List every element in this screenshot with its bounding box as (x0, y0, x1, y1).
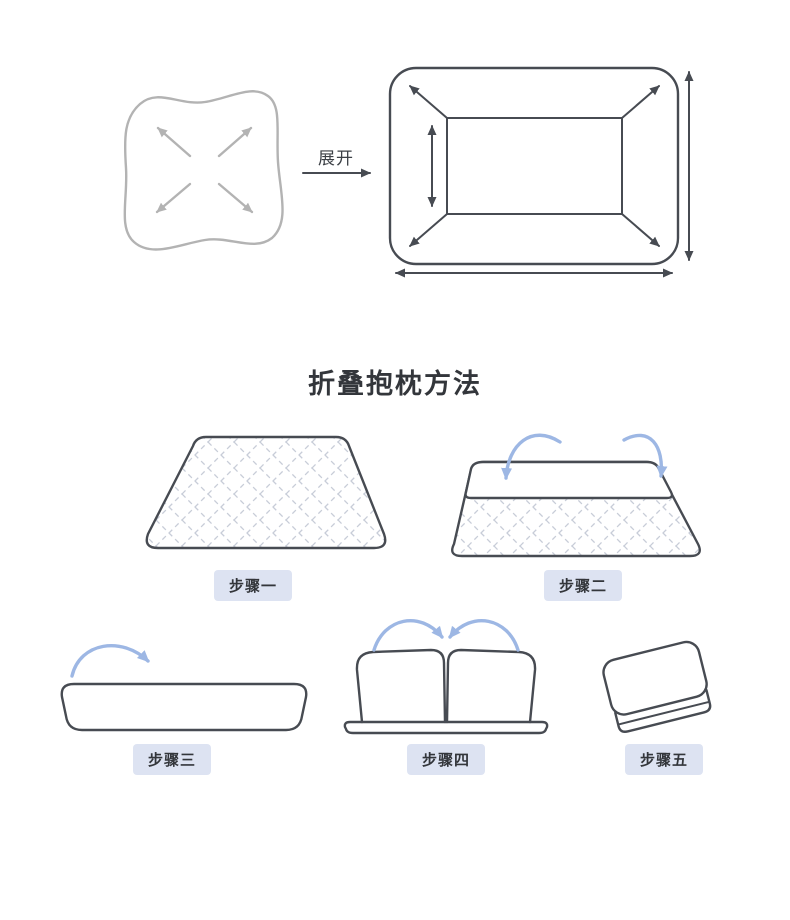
step-5-label: 步骤五 (624, 744, 704, 775)
unfolded-mat-illustration (388, 66, 694, 278)
step-4-illustration (343, 619, 549, 735)
unfold-label: 展开 (318, 149, 354, 168)
step-3-label: 步骤三 (132, 744, 212, 775)
section-title: 折叠抱枕方法 (308, 369, 482, 399)
step-3-illustration (60, 644, 308, 732)
expand-direction-arrows-icon (155, 126, 254, 214)
step-2-illustration (451, 433, 701, 558)
step-1-label: 步骤一 (213, 570, 293, 601)
step-1-illustration (145, 435, 387, 550)
step-5-illustration (602, 640, 712, 733)
fold-flap (464, 460, 674, 500)
fold-over-arrow-icon (70, 644, 150, 678)
fold-to-center-arrow-icons (372, 619, 520, 652)
corner-arrow-icons (409, 85, 660, 247)
step-4-label: 步骤四 (406, 744, 486, 775)
folded-pillow-illustration (123, 90, 284, 251)
fold-down-arrow-icons (501, 433, 668, 480)
step-2-label: 步骤二 (543, 570, 623, 601)
